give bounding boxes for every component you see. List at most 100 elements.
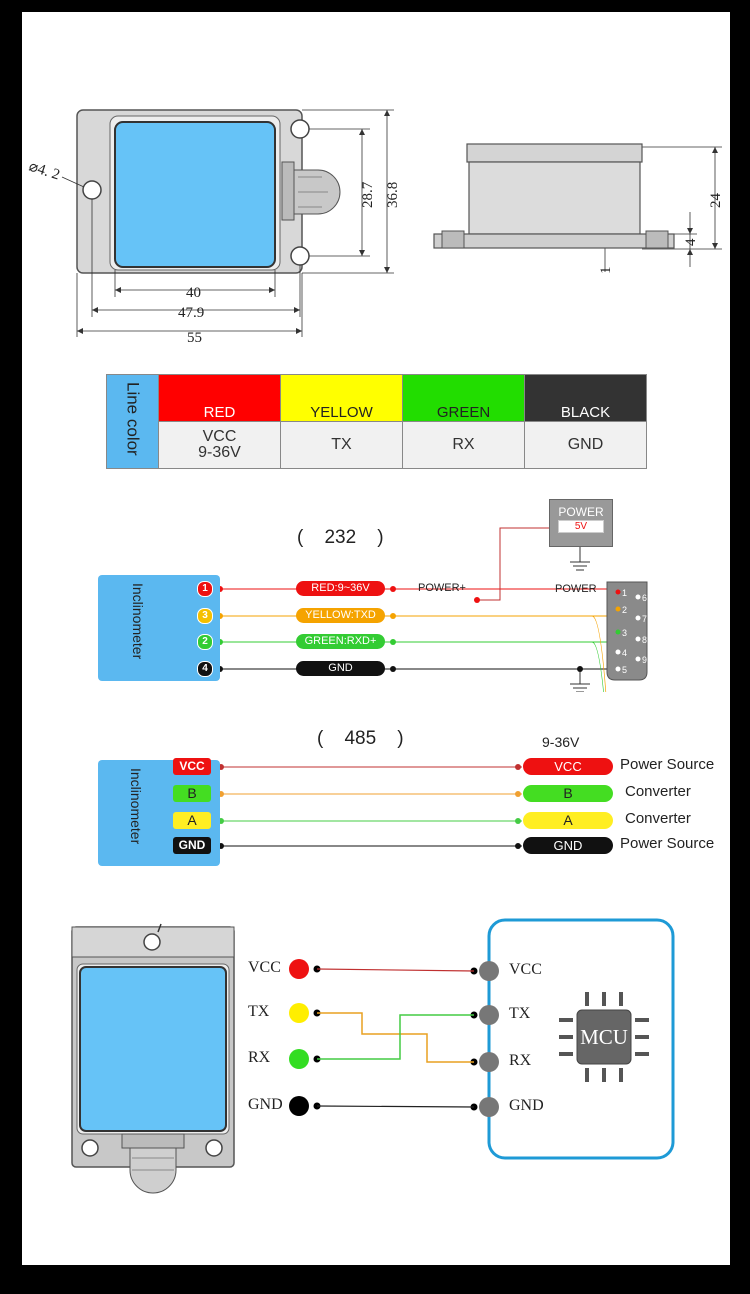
- mcu-right-label-1: TX: [509, 1005, 531, 1022]
- mcu-right-label-0: VCC: [509, 961, 542, 978]
- rs485-supply-label: 9-36V: [542, 734, 580, 750]
- mcu-wire-vcc: [316, 968, 475, 972]
- rs232-wire-label-2: GREEN:RXD+: [296, 634, 385, 649]
- rs485-wire-dot-right-2: [515, 818, 521, 824]
- mcu-wiring: MCU: [71, 918, 675, 1194]
- rs485-target-3: GND: [523, 837, 613, 854]
- mcu-right-pin-1: [479, 1005, 499, 1025]
- function-cell-rx: RX: [402, 421, 525, 469]
- rs485-target-1: B: [523, 785, 613, 802]
- side-view-sensor: [433, 143, 675, 249]
- mcu-left-label-0: VCC: [248, 959, 281, 976]
- db9-pin-label-1: 2: [622, 605, 627, 615]
- rs485-pin-1: B: [173, 785, 211, 802]
- mcu-chip-leg-right-0: [635, 1018, 649, 1022]
- rs485-device-label: Inclinometer: [128, 768, 144, 845]
- dim-24: 24: [708, 193, 724, 209]
- db9-pin-dot-2: [615, 629, 621, 635]
- db9-pin-dot-8: [635, 656, 641, 662]
- power-plus-dot: [474, 597, 480, 603]
- mcu-right-label-2: RX: [509, 1052, 532, 1069]
- color-cell-black: BLACK: [524, 374, 647, 422]
- rs232-wire-label-1: YELLOW:TXD: [296, 608, 385, 623]
- db9-pin-label-0: 1: [622, 588, 627, 598]
- rs232-title: ( 232 ): [297, 527, 384, 548]
- rs485-pin-0: VCC: [173, 758, 211, 775]
- rs485-wire-dot-right-1: [515, 791, 521, 797]
- rs485-title: ( 485 ): [317, 728, 404, 749]
- db9-pin-dot-4: [615, 666, 621, 672]
- db9-connector: [606, 581, 648, 681]
- mcu-chip-leg-top-0: [585, 992, 589, 1006]
- dim-55: 55: [187, 330, 202, 346]
- db9-pin-dot-6: [635, 615, 641, 621]
- diagram-page: 40 47.9 55 28.7 36.8 24 4 1 ⌀4. 2 Line c…: [22, 12, 730, 1265]
- db9-pin-label-6: 7: [642, 614, 647, 624]
- color-cell-red: RED: [158, 374, 281, 422]
- mcu-left-pin-0: [289, 959, 309, 979]
- db9-pin-label-7: 8: [642, 635, 647, 645]
- dimension-lines: [61, 109, 722, 337]
- mcu-chip-leg-top-2: [619, 992, 623, 1006]
- dim-36-8: 36.8: [385, 182, 401, 208]
- db9-pin-label-2: 3: [622, 628, 627, 638]
- rs232-device-label: Inclinometer: [130, 583, 146, 660]
- rs232-wire-dot-mid-0: [390, 586, 396, 592]
- sensor-front-view: [71, 923, 235, 1194]
- db9-pin-label-8: 9: [642, 655, 647, 665]
- mcu-right-pin-2: [479, 1052, 499, 1072]
- mcu-chip-leg-bottom-1: [602, 1068, 606, 1082]
- db9-lead-rx: [420, 641, 605, 692]
- power-box: POWER 5V: [549, 499, 613, 547]
- db9-pin-label-5: 6: [642, 593, 647, 603]
- color-cell-green: GREEN: [402, 374, 525, 422]
- rs485-wire-dot-right-0: [515, 764, 521, 770]
- mcu-left-pin-1: [289, 1003, 309, 1023]
- power-plus-label: POWER+: [418, 582, 466, 594]
- line-color-legend: Line color: [106, 374, 159, 469]
- dim-1: 1: [598, 267, 614, 275]
- db9-pin-label-3: 4: [622, 648, 627, 658]
- mcu-right-label-3: GND: [509, 1097, 544, 1114]
- power-box-value: 5V: [558, 520, 604, 533]
- rs485-wire-dot-right-3: [515, 843, 521, 849]
- mcu-wire-rx: [317, 1014, 474, 1060]
- rs485-target-0: VCC: [523, 758, 613, 775]
- function-cell-gnd: GND: [524, 421, 647, 469]
- db9-pin-dot-5: [635, 594, 641, 600]
- db9-pin-label-4: 5: [622, 665, 627, 675]
- mcu-chip-body: [576, 1009, 632, 1065]
- rs232-pin-number-2: 2: [197, 634, 213, 650]
- function-cell-vcc: VCC 9-36V: [158, 421, 281, 469]
- rs232-wire-dot-mid-3: [390, 666, 396, 672]
- db9-lead-tx: [420, 615, 607, 692]
- rs232-pin-number-3: 4: [197, 661, 213, 677]
- rs232-wire-dot-mid-1: [390, 613, 396, 619]
- mcu-right-pin-0: [479, 961, 499, 981]
- db9-pin-dot-0: [615, 589, 621, 595]
- mcu-chip-leg-left-0: [559, 1018, 573, 1022]
- db9-pin-dot-7: [635, 636, 641, 642]
- rs485-desc-0: Power Source: [620, 756, 715, 773]
- mcu-wire-gnd: [316, 1105, 475, 1108]
- power-label: POWER: [555, 583, 597, 595]
- mcu-chip-leg-top-1: [602, 992, 606, 1006]
- rs485-pin-3: GND: [173, 837, 211, 854]
- rs485-pin-2: A: [173, 812, 211, 829]
- dim-47-9: 47.9: [178, 305, 204, 321]
- dim-hole-diameter: ⌀4. 2: [27, 159, 62, 184]
- rs232-pin-number-0: 1: [197, 581, 213, 597]
- mcu-chip-label: MCU: [580, 1025, 628, 1049]
- mcu-right-pin-3: [479, 1097, 499, 1117]
- rs485-desc-1: Converter: [625, 783, 691, 800]
- rs232-pin-number-1: 3: [197, 608, 213, 624]
- rs232-wire-label-3: GND: [296, 661, 385, 676]
- rs232-wiring: 1 2 3 4 5 6 7 8 9: [217, 527, 648, 692]
- mcu-left-pin-2: [289, 1049, 309, 1069]
- mechanical-drawing: 40 47.9 55 28.7 36.8 24 4 1 ⌀4. 2: [27, 109, 724, 346]
- color-cell-yellow: YELLOW: [280, 374, 403, 422]
- dim-40: 40: [186, 285, 201, 301]
- rs232-wire-label-0: RED:9~36V: [296, 581, 385, 596]
- mcu-chip-leg-left-1: [559, 1035, 573, 1039]
- line-color-table: Line color RED YELLOW GREEN BLACK VCC 9-…: [106, 374, 647, 469]
